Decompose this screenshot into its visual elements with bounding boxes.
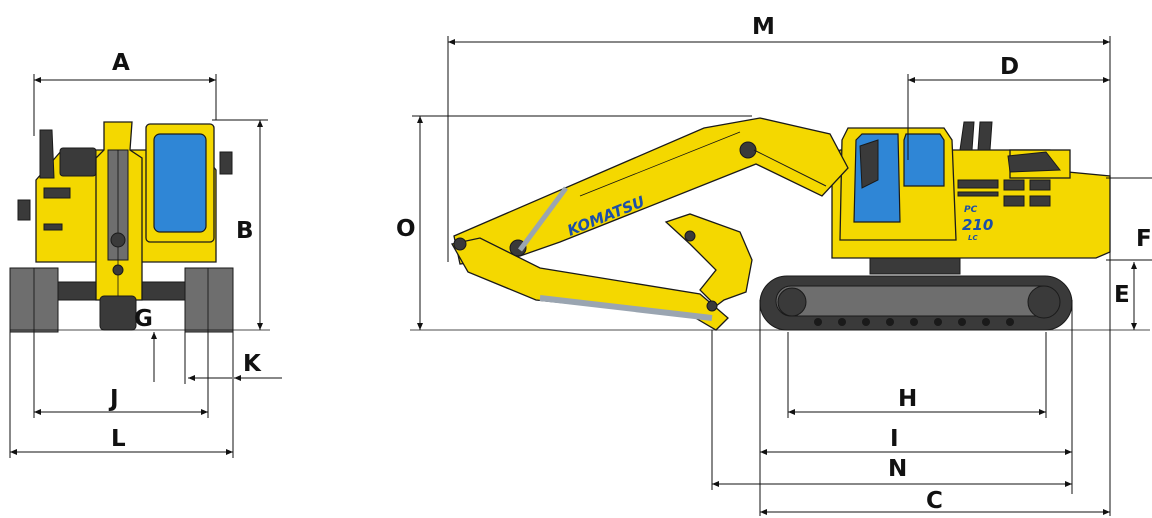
- model-number: 210: [962, 216, 993, 234]
- model-prefix: PC: [964, 205, 978, 215]
- front-right-track: [184, 267, 234, 333]
- front-cab-window: [153, 133, 207, 233]
- dim-label-h: H: [898, 386, 917, 412]
- side-arm: [450, 237, 729, 331]
- dim-label-m: M: [752, 14, 775, 40]
- side-dimensions: M D O F E H I N C: [396, 14, 1152, 516]
- dim-label-a: A: [112, 50, 130, 76]
- side-cab-window-rear: [903, 133, 945, 187]
- front-view: [9, 121, 234, 333]
- dim-label-c: C: [926, 488, 943, 514]
- dim-label-o: O: [396, 216, 416, 242]
- dim-label-e: E: [1114, 282, 1130, 308]
- dim-label-l: L: [111, 426, 126, 452]
- front-dimensions: A B G K J L: [9, 50, 282, 458]
- dim-label-k: K: [243, 351, 262, 377]
- dim-label-f: F: [1136, 226, 1152, 252]
- model-suffix: LC: [968, 234, 978, 242]
- dim-label-j: J: [108, 386, 119, 412]
- dim-label-d: D: [1000, 54, 1019, 80]
- dim-label-g: G: [134, 306, 153, 332]
- side-view: PC 210 LC KOMATSU: [450, 117, 1111, 331]
- dim-label-b: B: [236, 218, 254, 244]
- side-engine-louvers: [1003, 179, 1051, 207]
- dim-label-i: I: [890, 426, 899, 452]
- dim-label-n: N: [888, 456, 907, 482]
